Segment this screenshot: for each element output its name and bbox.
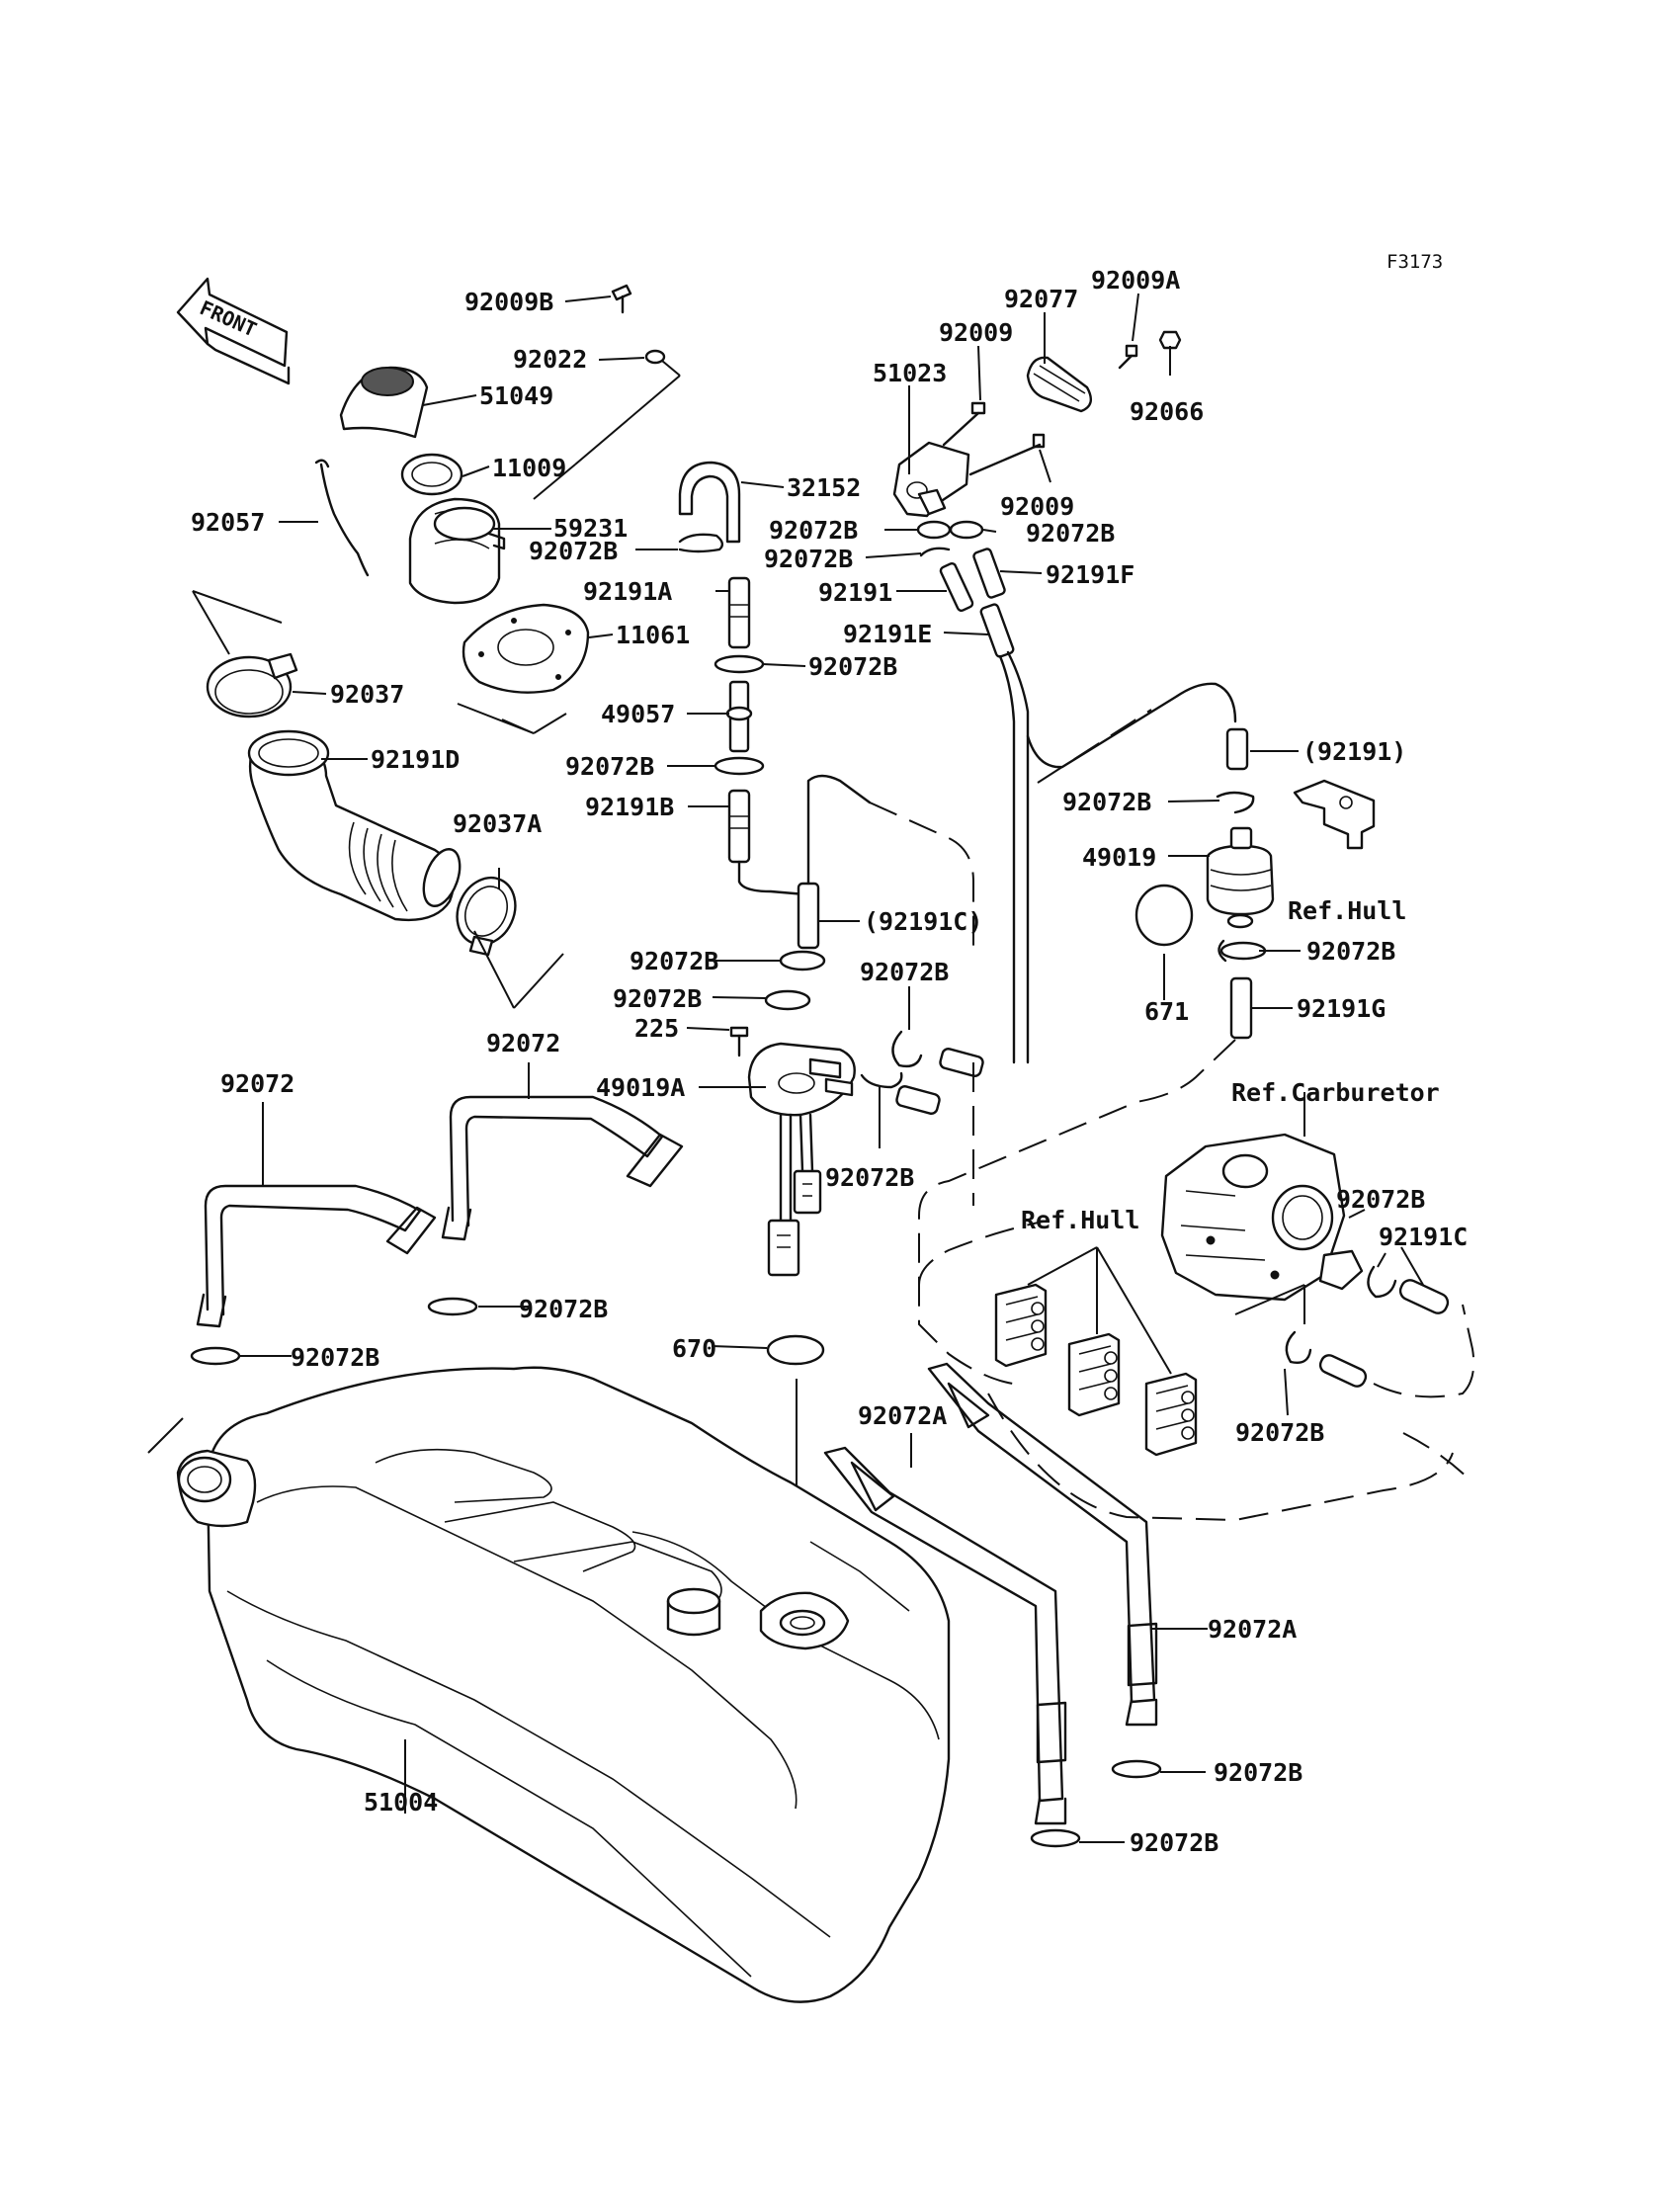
hull-clip-2 [1067, 1332, 1121, 1417]
label-92072A-b: 92072A [1208, 1615, 1297, 1644]
label-92072B-f: 92072B [860, 958, 949, 986]
label-92072B-e: 92072B [613, 984, 702, 1013]
label-92072B-k: 92072B [1062, 788, 1151, 816]
label-92009B: 92009B [464, 288, 553, 316]
label-92072B-n: 92072B [1235, 1418, 1324, 1447]
label-92191C-ref: (92191C) [864, 907, 982, 936]
hull-clip-1 [994, 1283, 1048, 1368]
label-92072B-q: 92072B [1214, 1758, 1302, 1787]
valve-group [892, 330, 1237, 1064]
label-92072B-b: 92072B [808, 652, 897, 681]
label-49019: 49019 [1082, 843, 1156, 872]
label-225: 225 [634, 1014, 679, 1043]
label-92072B-r: 92072B [1130, 1828, 1218, 1857]
label-92191: 92191 [818, 578, 892, 607]
label-92066: 92066 [1130, 397, 1204, 426]
filler-cap-group [192, 284, 666, 734]
label-92072-mid: 92072 [486, 1029, 560, 1057]
label-51023: 51023 [873, 359, 947, 387]
label-92072B-m: 92072B [1336, 1185, 1425, 1214]
strap-92072A-b [823, 1446, 1067, 1825]
label-92072B-g: 92072B [825, 1163, 914, 1192]
pickup-side-clips [860, 1030, 984, 1206]
front-arrow-icon: FRONT [176, 277, 291, 385]
label-92072B-o: 92072B [519, 1295, 608, 1323]
callout-labels: 92009B 92022 51049 11009 92057 59231 110… [191, 266, 1468, 1857]
label-11061: 11061 [616, 621, 690, 649]
hull-clip-blocks [994, 1246, 1198, 1457]
label-92057: 92057 [191, 508, 265, 537]
label-92072B-j: 92072B [764, 545, 853, 573]
label-92191F: 92191F [1046, 560, 1134, 589]
label-ref-hull-1: Ref.Hull [1288, 896, 1406, 925]
clamp-92037A [456, 876, 564, 1009]
label-92072A-a: 92072A [858, 1401, 947, 1430]
label-51049: 51049 [479, 381, 553, 410]
label-ref-carburetor: Ref.Carburetor [1231, 1078, 1440, 1107]
fuel-filter-group [918, 709, 1376, 1385]
hull-clip-3 [1144, 1372, 1198, 1457]
label-92009-a: 92009 [939, 318, 1013, 347]
hose-92191D [247, 729, 462, 922]
label-32152: 32152 [787, 473, 861, 502]
label-92037: 92037 [330, 680, 404, 709]
label-92037A: 92037A [453, 809, 542, 838]
leader-lines [239, 293, 1424, 1843]
strap-92072A-a [927, 1362, 1158, 1727]
label-92072B-p: 92072B [291, 1343, 379, 1372]
label-670: 670 [672, 1334, 716, 1363]
label-92191G: 92191G [1297, 994, 1386, 1023]
label-92077: 92077 [1004, 285, 1078, 313]
label-92191D: 92191D [371, 745, 460, 774]
strap-92072-mid [441, 1095, 684, 1241]
loose-clips [190, 939, 1227, 1848]
label-92191A: 92191A [583, 577, 672, 606]
carburetor-group [918, 1133, 1475, 1522]
label-11009: 11009 [492, 454, 566, 482]
clamp-92037 [206, 652, 298, 718]
label-92022: 92022 [513, 345, 587, 374]
figure-code: F3173 [1386, 251, 1443, 273]
center-hose-column [678, 461, 974, 1596]
label-92009-b: 92009 [1000, 492, 1074, 521]
label-92072B-h: 92072B [769, 516, 858, 545]
label-49057: 49057 [601, 700, 675, 728]
label-92072B-a: 92072B [529, 537, 618, 565]
label-92072B-c: 92072B [565, 752, 654, 781]
label-92191C: 92191C [1379, 1223, 1468, 1251]
fuel-tank-51004 [147, 1366, 951, 2003]
label-59231: 59231 [553, 514, 628, 543]
label-92009A: 92009A [1091, 266, 1180, 295]
label-671: 671 [1144, 997, 1189, 1026]
label-ref-hull-2: Ref.Hull [1021, 1206, 1139, 1234]
label-51004: 51004 [364, 1788, 438, 1817]
label-92191-ref: (92191) [1302, 737, 1406, 766]
label-92191B: 92191B [585, 793, 674, 821]
label-92072B-d: 92072B [630, 947, 718, 975]
label-92072-left: 92072 [220, 1069, 294, 1098]
label-92191E: 92191E [843, 620, 932, 648]
strap-92072-left [196, 1184, 437, 1328]
label-92072B-i: 92072B [1026, 519, 1115, 548]
label-92072B-l: 92072B [1306, 937, 1395, 966]
label-49019A: 49019A [596, 1073, 685, 1102]
